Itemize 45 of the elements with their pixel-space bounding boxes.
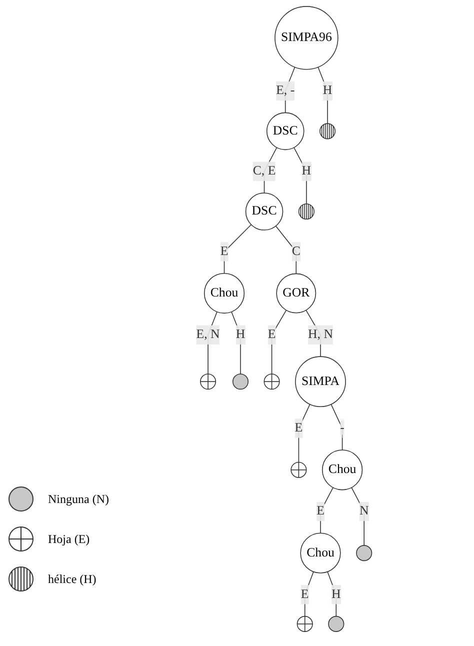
edge-label: E: [316, 504, 324, 518]
edge-label: N: [359, 504, 369, 518]
edge-label: E: [300, 587, 309, 602]
connector: [330, 404, 343, 450]
node-circle: Chou: [204, 272, 245, 314]
connector: [275, 226, 297, 274]
connector: [284, 66, 296, 114]
edge-label: E, N: [196, 328, 220, 342]
node-circle: Chou: [322, 450, 363, 490]
edge-label: C: [292, 244, 300, 258]
connector: [208, 311, 218, 374]
connector: [318, 66, 328, 124]
edge-label: E: [294, 421, 303, 435]
connector: [294, 147, 307, 204]
edge-label: -: [340, 421, 344, 435]
node-circle: [356, 545, 372, 562]
node-circle: [232, 374, 249, 390]
legend-label: Ninguna (N): [48, 492, 109, 506]
edge-label: H: [236, 328, 246, 342]
node-circle: SIMPA96: [274, 6, 338, 70]
edge-label: E: [220, 244, 228, 258]
connector: [231, 311, 241, 374]
edge-label: H: [322, 84, 332, 98]
edge-label: E, -: [276, 84, 295, 98]
edge-label: H: [332, 587, 341, 602]
node-circle: DSC: [245, 192, 284, 230]
connector: [298, 404, 310, 463]
node-circle: Chou: [300, 532, 341, 574]
node-circle: SIMPA: [295, 356, 346, 408]
connector: [351, 487, 364, 546]
connector: [224, 224, 252, 274]
edge-label: H: [302, 164, 312, 178]
edge-label: H, N: [308, 328, 333, 342]
connector: [264, 147, 278, 194]
connector: [271, 310, 287, 374]
legend-label: Hoja (E): [48, 532, 90, 546]
node-circle: [328, 616, 344, 632]
connector: [320, 487, 334, 534]
connector: [327, 571, 337, 617]
legend-label: hélice (H): [48, 572, 96, 586]
node-circle: DSC: [266, 112, 304, 150]
edge-label: C, E: [252, 164, 276, 178]
node-circle: GOR: [276, 273, 316, 314]
edge-label: E: [268, 328, 276, 342]
connector: [304, 571, 314, 617]
